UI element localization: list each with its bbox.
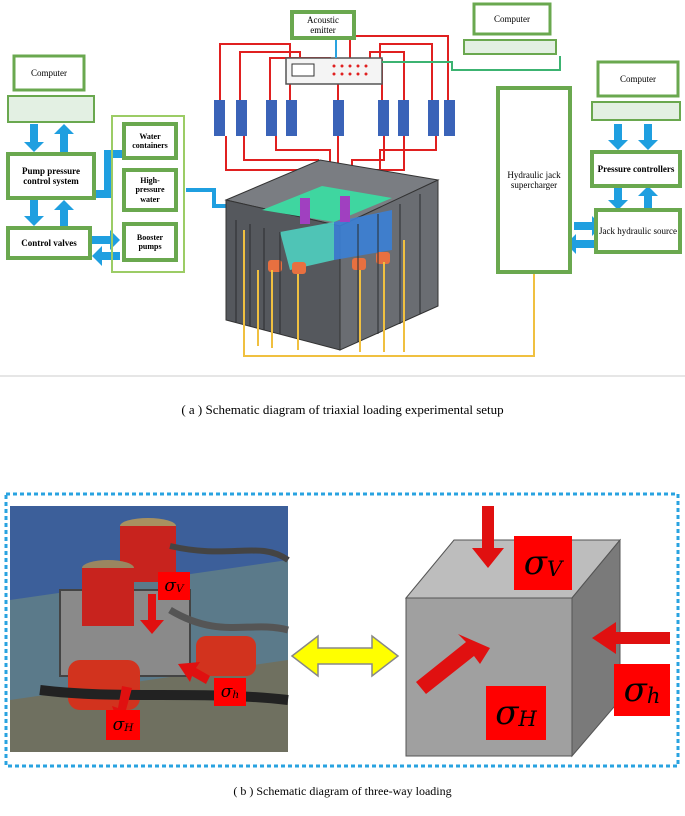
left-computer-label: Computer (31, 67, 67, 78)
right-computer-label: Computer (620, 73, 656, 84)
control-valves-label: Control valves (21, 237, 77, 248)
yellow-pipes (243, 230, 535, 357)
top-computer-label: Computer (494, 13, 530, 24)
pump-pressure-label: Pump pressure control system (22, 165, 80, 186)
high-pressure-water-box: High-pressure water (122, 168, 178, 212)
sigma-h-cube-symbol: σ (495, 693, 519, 733)
booster-pumps-label: Booster pumps (136, 232, 164, 251)
jack-hydraulic-source-box: Jack hydraulic source (594, 208, 682, 254)
pressure-controllers-label: Pressure controllers (597, 163, 675, 174)
left-computer: Computer (14, 56, 84, 90)
sensor-blocks (214, 100, 455, 136)
pressure-controllers-box: Pressure controllers (590, 150, 682, 188)
double-arrow (290, 634, 400, 678)
jack-hydraulic-source-label: Jack hydraulic source (599, 225, 677, 236)
loading-photo (10, 506, 290, 752)
sigma-h-small-cube-symbol: σ (623, 670, 647, 710)
sigma-h-small-photo-sub: h (232, 688, 240, 701)
caption-b: ( b ) Schematic diagram of three-way loa… (233, 784, 452, 798)
hydraulic-supercharger-label: Hydraulic jack supercharger (507, 169, 561, 190)
sigma-h-small-cube-sub: h (646, 682, 661, 708)
right-computer: Computer (598, 62, 678, 96)
sigma-v-photo-sub: V (176, 582, 184, 595)
acoustic-emitter-box: Acoustic emitter (290, 10, 356, 40)
control-valves-box: Control valves (6, 226, 92, 260)
acoustic-emitter-label: Acoustic emitter (307, 14, 339, 35)
sigma-v-cube-sub: V (546, 555, 563, 581)
caption-a: ( a ) Schematic diagram of triaxial load… (181, 402, 504, 417)
water-containers-box: Water containers (122, 122, 178, 160)
high-pressure-water-label: High-pressure water (135, 176, 165, 204)
sigma-h-small-photo-symbol: σ (220, 682, 233, 702)
top-computer: Computer (474, 4, 550, 34)
water-containers-label: Water containers (132, 131, 168, 150)
hydraulic-supercharger-box: Hydraulic jack supercharger (496, 86, 572, 274)
pump-pressure-control-box: Pump pressure control system (6, 152, 96, 200)
sigma-h-photo-sub: H (124, 721, 134, 734)
sigma-v-photo-symbol: σ (164, 576, 176, 596)
sigma-h-cube-sub: H (518, 705, 537, 731)
loading-frame-3d (224, 159, 440, 351)
sigma-h-photo-symbol: σ (112, 715, 125, 735)
booster-pumps-box: Booster pumps (122, 222, 178, 262)
sigma-v-cube-symbol: σ (523, 543, 547, 583)
